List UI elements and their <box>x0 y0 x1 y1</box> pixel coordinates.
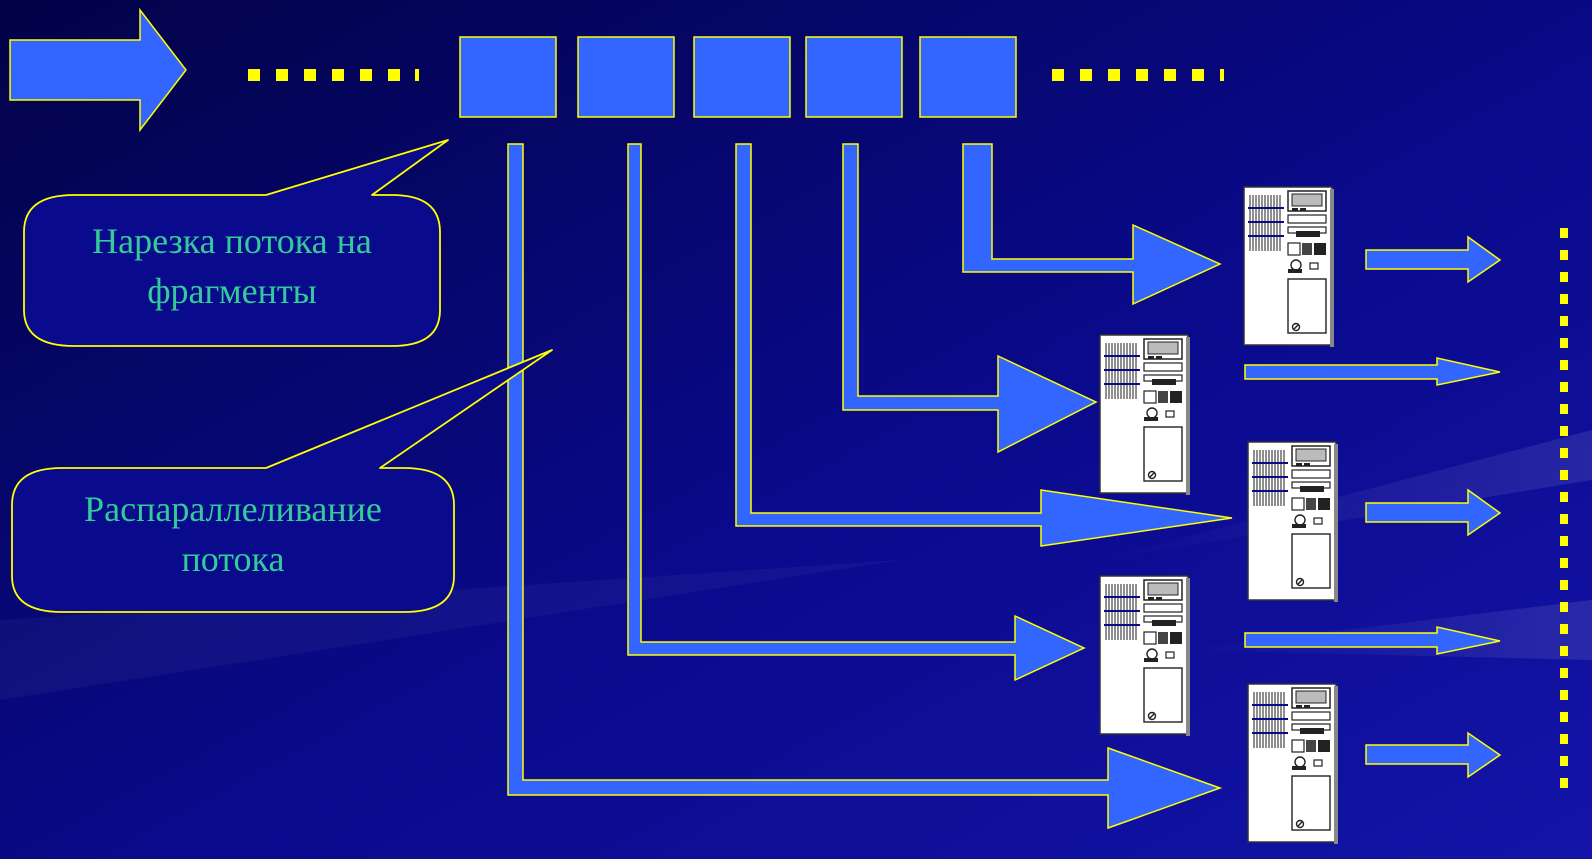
server-tower-icon <box>1248 684 1338 844</box>
stream-fragment <box>806 37 902 117</box>
callout-label-parallelization: Распараллеливание потока <box>12 484 454 584</box>
callout-label-line: фрагменты <box>24 266 440 316</box>
stream-fragment <box>694 37 790 117</box>
stream-fragment <box>920 37 1016 117</box>
stream-fragment <box>578 37 674 117</box>
callout-label-line: потока <box>12 534 454 584</box>
callout-label-slicing: Нарезка потока на фрагменты <box>24 216 440 316</box>
server-tower-icon <box>1100 576 1190 736</box>
stream-fragment <box>460 37 556 117</box>
server-tower-icon <box>1248 442 1338 602</box>
server-tower-icon <box>1100 335 1190 495</box>
callout-label-line: Распараллеливание <box>12 484 454 534</box>
server-tower-icon <box>1244 187 1334 347</box>
callout-label-line: Нарезка потока на <box>24 216 440 266</box>
